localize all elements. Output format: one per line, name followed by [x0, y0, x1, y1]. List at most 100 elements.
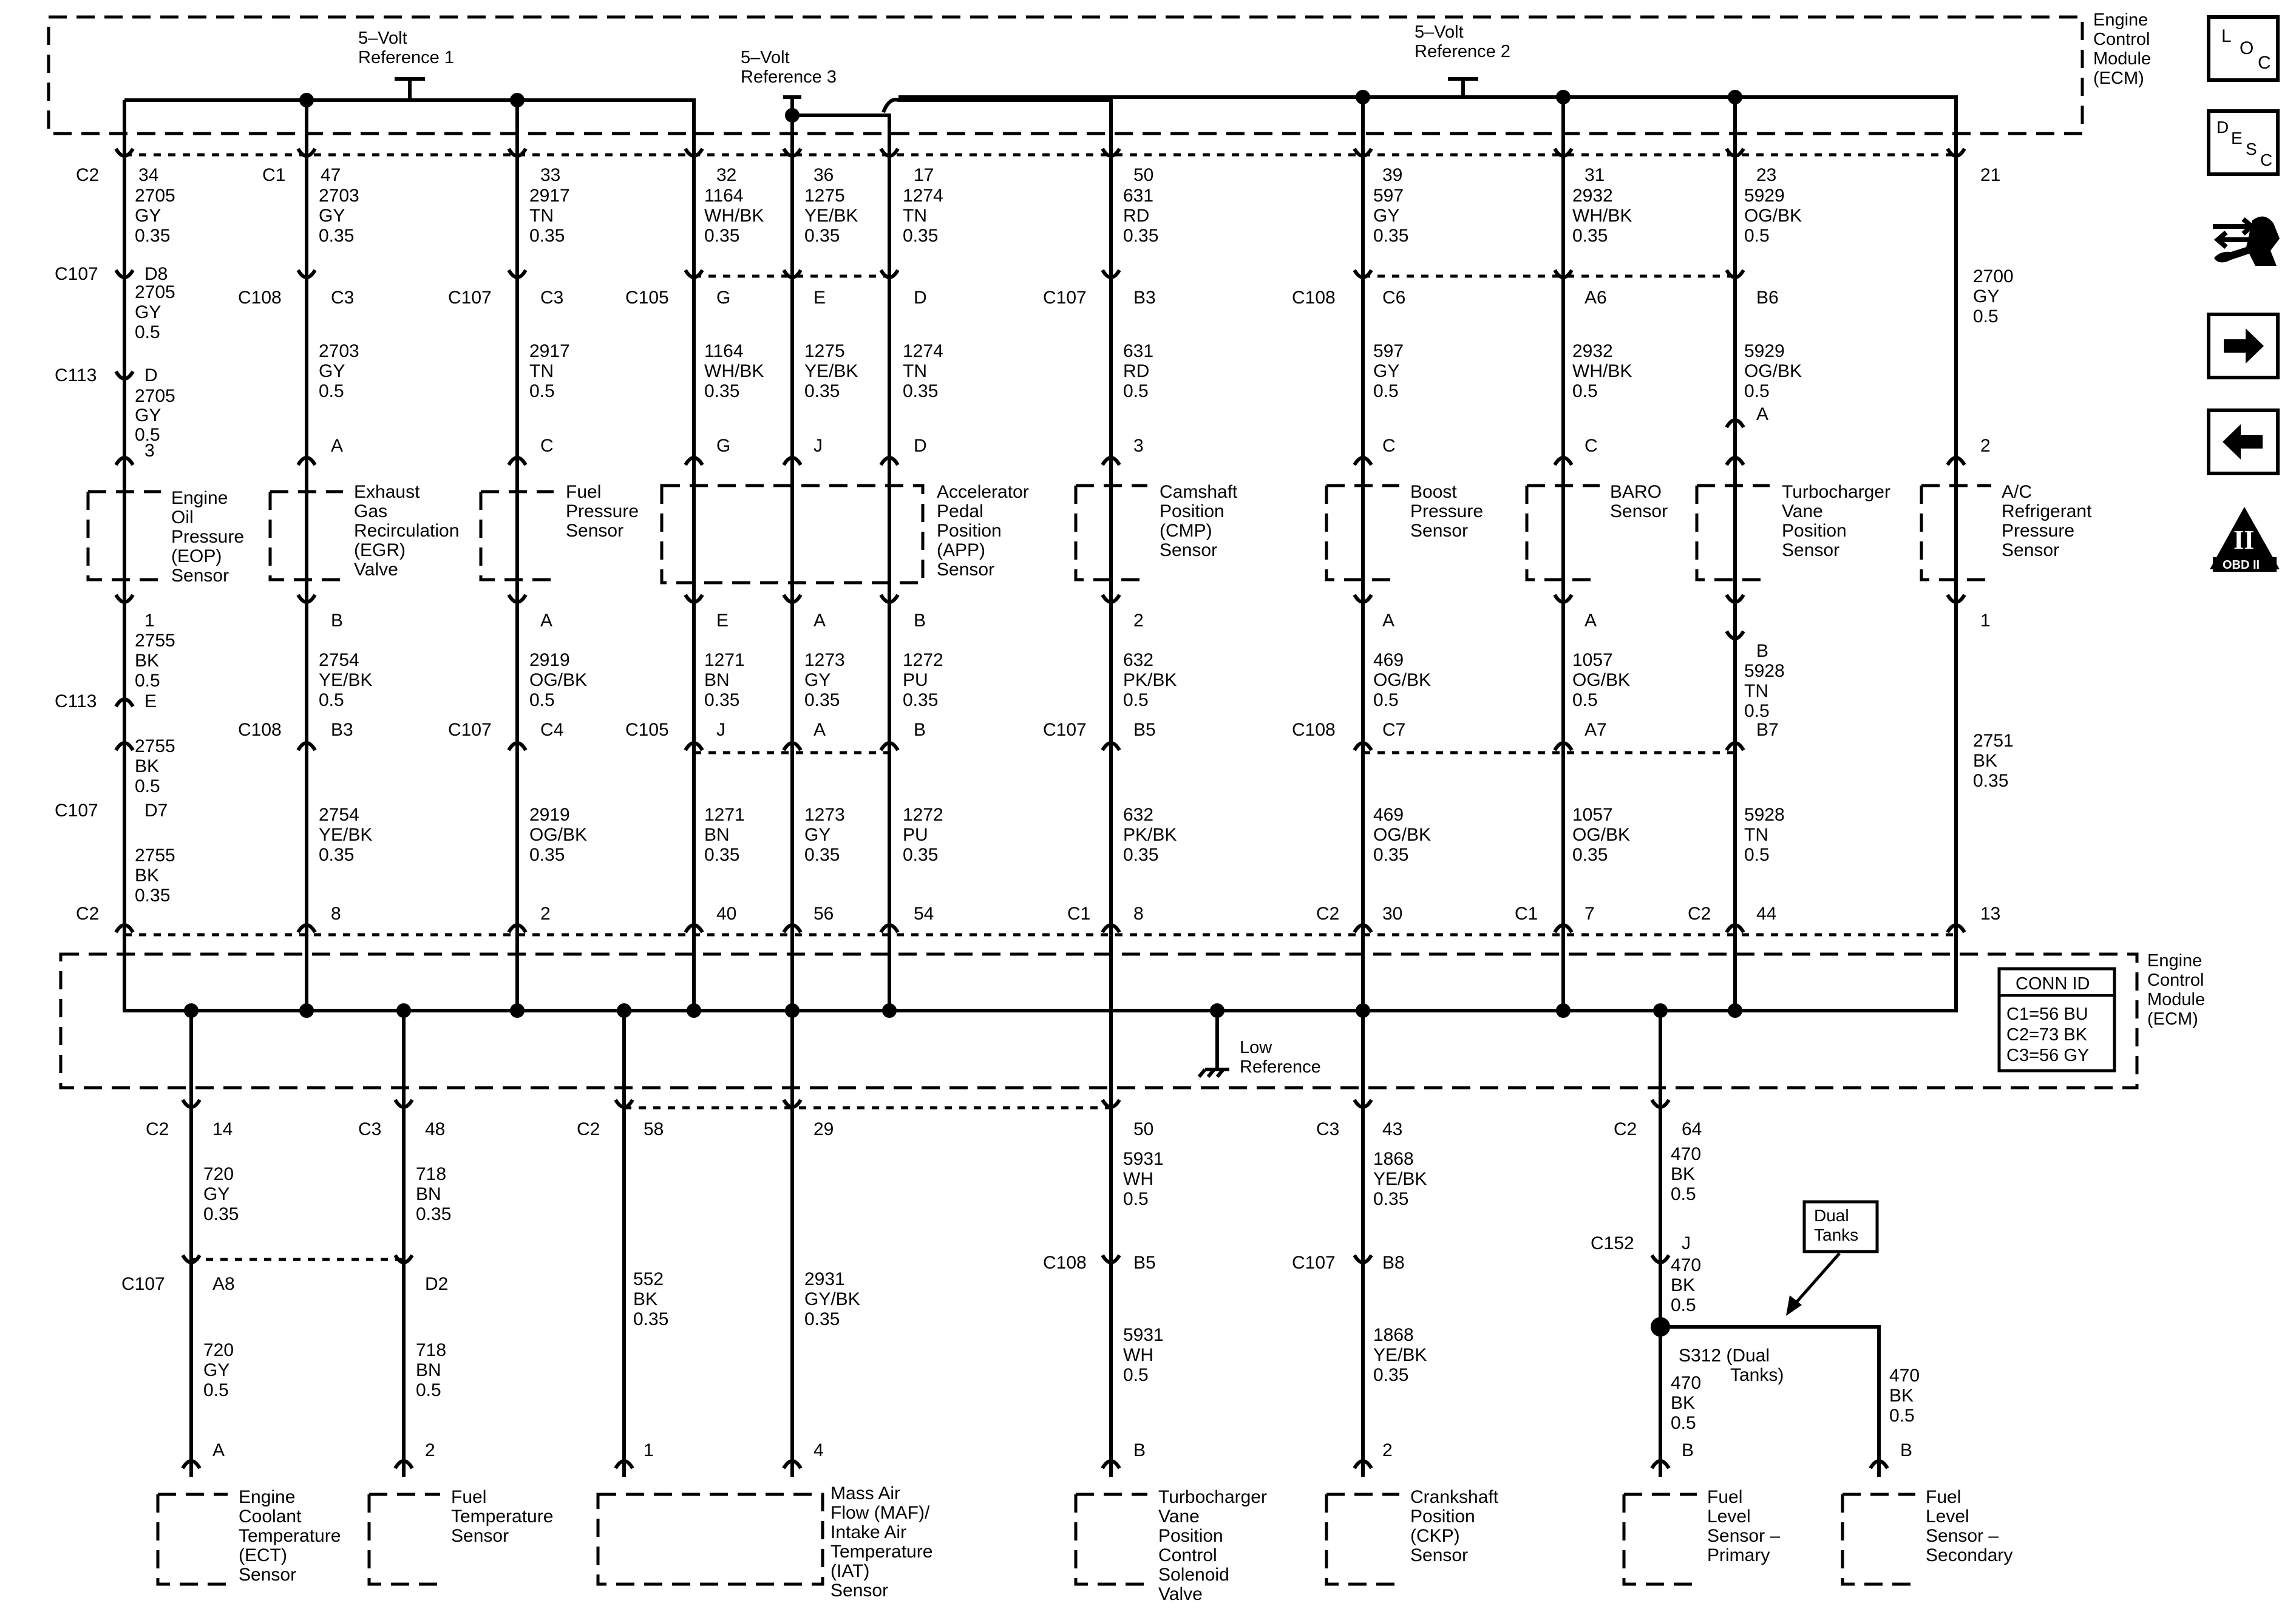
wire-label: OG/BK [529, 670, 587, 690]
wire-label: 2917 [529, 341, 570, 361]
loc-letter-o: O [2240, 38, 2254, 58]
connector-pin [1101, 923, 1121, 941]
wire-label: 0.35 [804, 381, 840, 401]
wire-label: OG/BK [1572, 825, 1630, 845]
connector-pin [1725, 418, 1745, 436]
wire-label: PK/BK [1123, 825, 1177, 845]
wire-label: B [914, 720, 926, 740]
wire-label: YE/BK [319, 670, 372, 690]
dual-tanks-callout: Dual Tanks [1786, 1200, 1879, 1316]
wire-label: 470 [1889, 1366, 1920, 1386]
wire-label: C2 [1614, 1119, 1637, 1139]
wire-label: BN [704, 670, 730, 690]
connector-pin [114, 139, 135, 158]
wire-label: 2754 [319, 650, 359, 670]
connector-pin [1353, 1459, 1373, 1477]
wire-label: GY [804, 825, 830, 845]
wire-label: C2 [1688, 904, 1711, 924]
wire-label: C2 [577, 1119, 600, 1139]
wire-label: BK [1671, 1393, 1695, 1413]
wire-label: GY [804, 670, 830, 690]
wire-label: OG/BK [1373, 670, 1431, 690]
connector-pin [393, 1459, 414, 1477]
wire-label: 1 [1980, 611, 1991, 631]
wire-label: 1274 [903, 186, 943, 206]
wire-label: 56 [813, 904, 834, 924]
connector-pin [879, 456, 900, 473]
wire-label: 2 [425, 1440, 435, 1460]
wire-label: 0.5 [1744, 701, 1770, 721]
wire-label: C3 [540, 288, 563, 308]
wire-label: 0.35 [804, 226, 840, 246]
obd-ii-mark: II [2233, 525, 2255, 555]
ref2-line2: Reference 2 [1415, 42, 1510, 61]
wire-label: C7 [1382, 720, 1405, 740]
wire-label: WH [1123, 1169, 1153, 1189]
wire-label: 0.35 [903, 690, 938, 710]
connector-pin [879, 260, 900, 279]
desc-icon[interactable]: D E S C [2207, 109, 2280, 176]
wire-label: 43 [1382, 1119, 1402, 1139]
connector-pin [507, 139, 528, 158]
wire-label: 0.35 [529, 845, 565, 865]
connector-pin [1725, 923, 1745, 941]
wire-label: OG/BK [1373, 825, 1431, 845]
wire-label: BK [633, 1289, 657, 1309]
connector-pin [181, 1459, 202, 1477]
wire-label: 1272 [903, 650, 943, 670]
wire-label: RD [1123, 361, 1149, 381]
wire-label: C108 [1043, 1253, 1087, 1273]
wire-label: 2754 [319, 805, 359, 825]
obd-ii-icon[interactable]: II OBD II [2207, 504, 2283, 574]
wire-label: 58 [644, 1119, 664, 1139]
wire-label: 1164 [704, 186, 744, 206]
ecm-mid-outline [59, 952, 2139, 1090]
wire-label: 50 [1133, 1119, 1153, 1139]
wire-label: 13 [1980, 904, 2000, 924]
desc-letter-c: C [2260, 151, 2273, 169]
connector-pin [1353, 923, 1373, 941]
wire-label: C2 [76, 165, 99, 185]
schematic-icon[interactable] [2207, 208, 2283, 275]
wire-label: BK [1973, 751, 1997, 771]
connector-pin [1946, 585, 1966, 604]
next-arrow-icon[interactable] [2207, 313, 2280, 379]
connector-pin [1553, 260, 1574, 279]
wire-label: C108 [238, 288, 282, 308]
wire-label: D [914, 436, 927, 456]
loc-icon[interactable]: L O C [2207, 15, 2280, 82]
prev-arrow-icon[interactable] [2207, 408, 2280, 475]
wire-label: 2932 [1572, 341, 1613, 361]
wire-label: 470 [1671, 1373, 1701, 1393]
conn-id-c1: C1=56 BU [2006, 1005, 2088, 1024]
connector-pin [684, 456, 704, 473]
connector-pin [114, 362, 135, 381]
wire-label: PU [903, 670, 928, 690]
connector-pin [782, 1090, 803, 1109]
connector-pin [114, 923, 135, 941]
wire-label: C107 [1043, 288, 1087, 308]
connector-pin [879, 585, 900, 604]
wire-label: 2751 [1973, 731, 2014, 751]
wire-label: 2917 [529, 186, 570, 206]
connector-pin [296, 456, 317, 473]
connector-pin [1725, 456, 1745, 473]
wire-label: 718 [416, 1164, 446, 1184]
conn-id-c2: C2=73 BK [2006, 1025, 2088, 1045]
ecm-top-outline [47, 15, 2084, 135]
connector-pin [1725, 622, 1745, 640]
wire-label: 2705 [135, 186, 175, 206]
wire-label: C152 [1591, 1233, 1634, 1253]
wire-label: RD [1123, 206, 1149, 226]
connector-pin [684, 139, 704, 158]
wire-label: 2 [1382, 1440, 1393, 1460]
wire-label: 1 [144, 611, 155, 631]
